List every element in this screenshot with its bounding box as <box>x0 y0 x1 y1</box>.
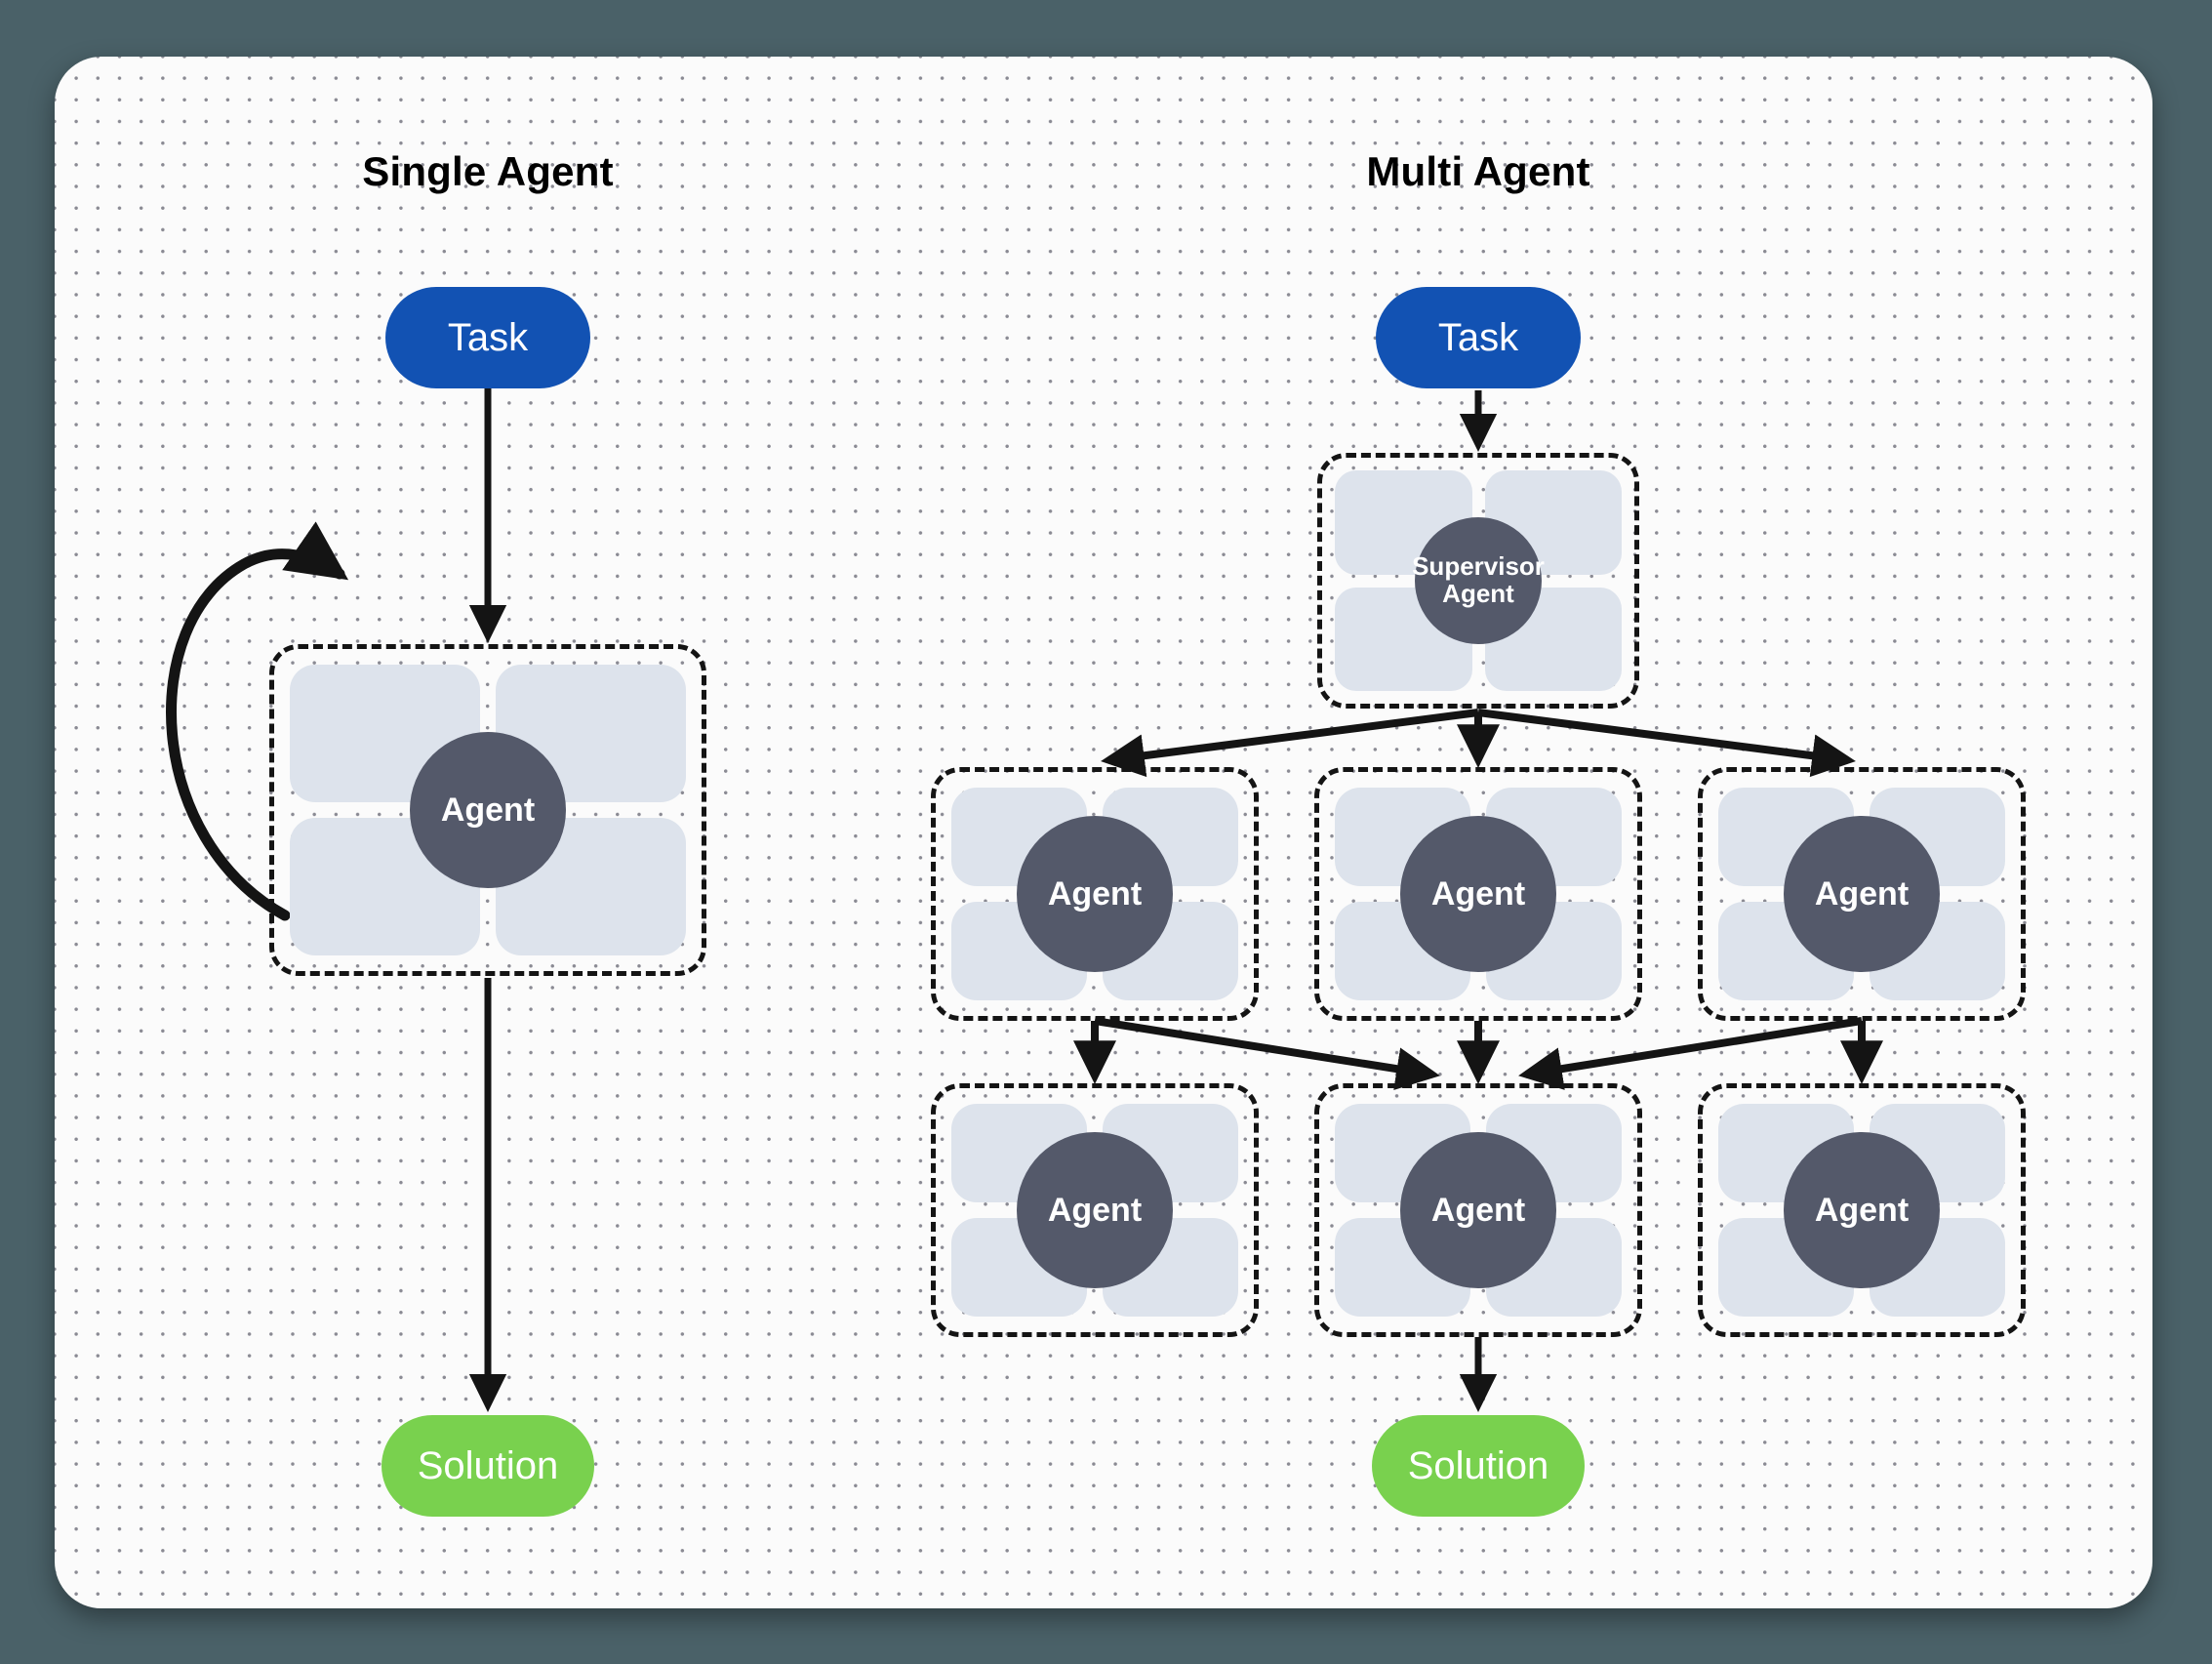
single-task-label: Task <box>447 315 529 359</box>
single-task-node[interactable]: Task <box>385 287 590 388</box>
agent-core[interactable]: Agent <box>1017 1132 1173 1288</box>
multi-agent-cluster-row1-right[interactable]: Agent <box>1698 767 2026 1021</box>
multi-agent-cluster-row2-center[interactable]: Agent <box>1314 1083 1642 1337</box>
panel-title-multi-agent: Multi Agent <box>1366 148 1590 194</box>
multi-agent-cluster-row2-right[interactable]: Agent <box>1698 1083 2026 1337</box>
supervisor-agent-core[interactable]: Supervisor Agent <box>1412 517 1545 644</box>
agent-label: Agent <box>1814 874 1910 913</box>
supervisor-agent-cluster[interactable]: Supervisor Agent <box>1317 453 1639 709</box>
panel-title-single-agent: Single Agent <box>362 148 614 194</box>
multi-agent-cluster-row1-center[interactable]: Agent <box>1314 767 1642 1021</box>
agent-quadrant-group <box>1703 772 2021 1016</box>
agent-label: Agent <box>1814 1191 1910 1229</box>
single-agent-label: Agent <box>440 791 536 829</box>
agent-label: Agent <box>1430 874 1526 913</box>
single-agent-cluster[interactable]: Agent <box>269 644 706 976</box>
agent-core[interactable]: Agent <box>1017 816 1173 972</box>
multi-agent-cluster-row2-left[interactable]: Agent <box>931 1083 1259 1337</box>
single-agent-core[interactable]: Agent <box>410 732 566 888</box>
multi-agent-cluster-row1-left[interactable]: Agent <box>931 767 1259 1021</box>
agent-core[interactable]: Agent <box>1784 816 1940 972</box>
agent-core[interactable]: Agent <box>1400 816 1556 972</box>
agent-label: Agent <box>1047 874 1143 913</box>
single-solution-label: Solution <box>417 1443 559 1487</box>
agent-core[interactable]: Agent <box>1784 1132 1940 1288</box>
single-solution-node[interactable]: Solution <box>382 1415 594 1517</box>
agent-label: Agent <box>1430 1191 1526 1229</box>
multi-solution-node[interactable]: Solution <box>1372 1415 1585 1517</box>
multi-solution-label: Solution <box>1407 1443 1549 1487</box>
multi-task-label: Task <box>1437 315 1519 359</box>
supervisor-agent-label-line1: Supervisor <box>1412 551 1545 582</box>
agent-label: Agent <box>1047 1191 1143 1229</box>
agent-core[interactable]: Agent <box>1400 1132 1556 1288</box>
supervisor-agent-label-line2: Agent <box>1442 579 1514 608</box>
multi-task-node[interactable]: Task <box>1376 287 1581 388</box>
